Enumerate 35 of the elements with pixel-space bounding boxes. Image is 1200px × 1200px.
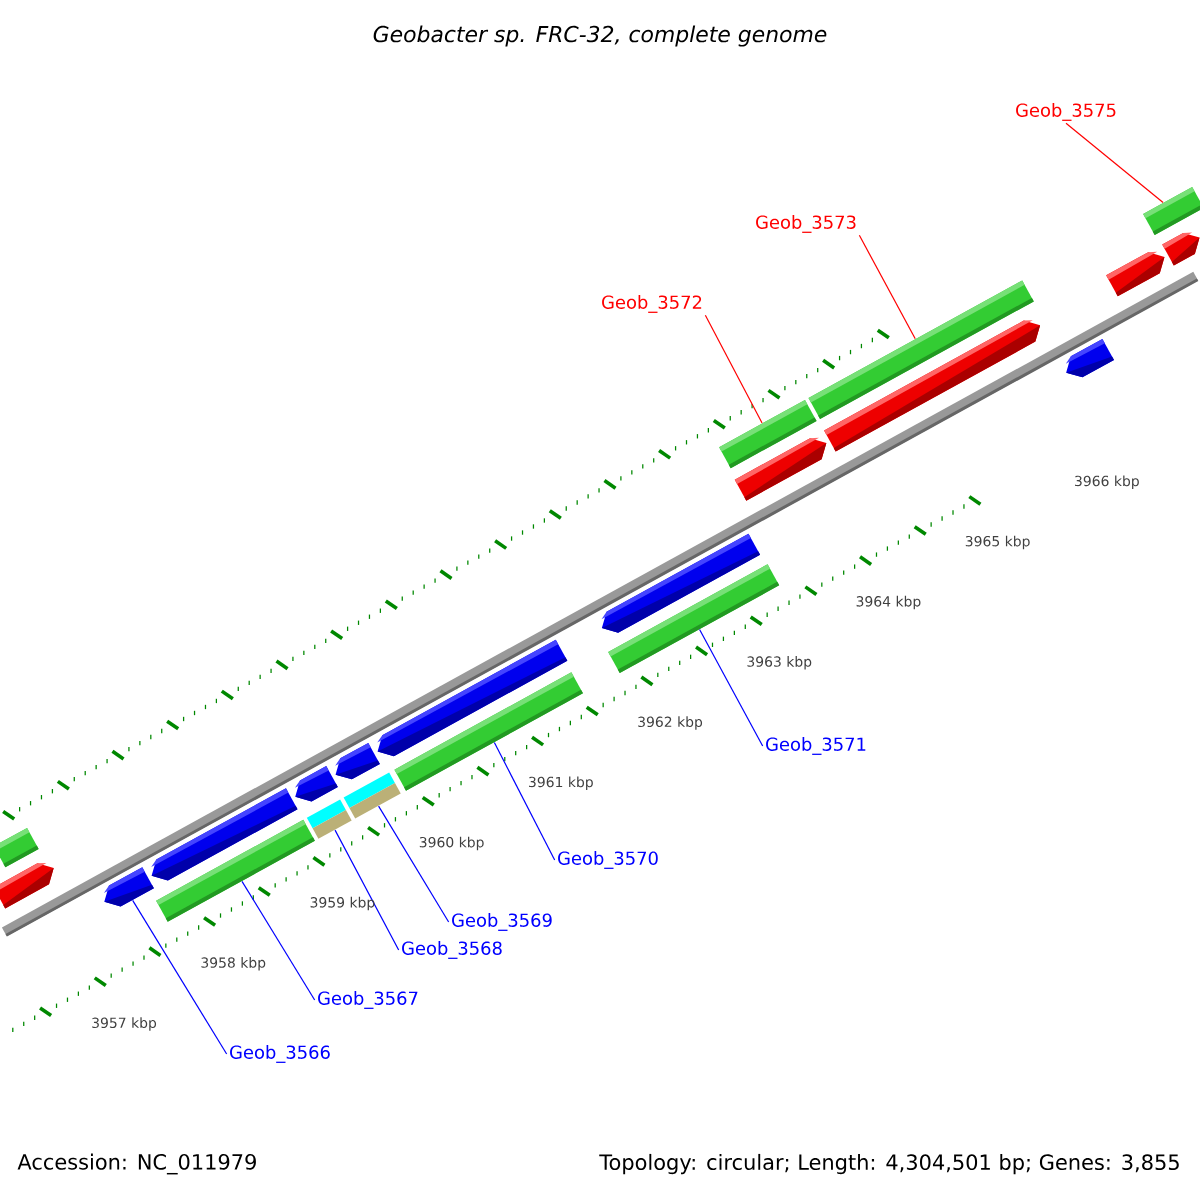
gene-block <box>294 766 338 802</box>
gene-block <box>1106 251 1165 297</box>
gene-label: Geob_3571 <box>766 737 866 755</box>
leader-line <box>241 880 316 1001</box>
gene-label: Geob_3570 <box>558 851 658 869</box>
leader-line <box>1065 122 1164 204</box>
leader-line <box>132 899 228 1055</box>
gene-block <box>335 742 380 780</box>
gene-block <box>734 437 827 501</box>
gene-block <box>824 320 1041 452</box>
gene-label: Geob_3568 <box>402 941 502 959</box>
gene-bar <box>343 772 401 819</box>
gene-bar <box>1143 186 1200 235</box>
gene-block <box>103 867 154 907</box>
gene-block <box>0 863 54 909</box>
gene-block <box>1065 339 1114 378</box>
leader-line <box>493 741 556 861</box>
gene-label: Geob_3569 <box>452 913 552 931</box>
leader-line <box>704 314 763 424</box>
gene-label: Geob_3567 <box>318 991 418 1009</box>
gene-bar <box>306 799 352 839</box>
leader-line <box>699 628 764 747</box>
footer-text: Accession: NC_011979 <box>17 1153 256 1175</box>
gene-bar <box>0 827 39 868</box>
leader-line <box>334 829 400 951</box>
gene-label: Geob_3575 <box>1016 103 1116 121</box>
gene-label: Geob_3566 <box>230 1045 330 1063</box>
gene-block <box>1162 232 1200 266</box>
title: Geobacter sp. FRC-32, complete genome <box>373 25 827 47</box>
gene-label: Geob_3572 <box>602 295 702 313</box>
gene-label: Geob_3573 <box>756 215 856 233</box>
leader-line <box>378 805 450 923</box>
footer-text: Topology: circular; Length: 4,304,501 bp; Genes: 3,855 <box>599 1153 1179 1175</box>
leader-line <box>858 234 916 340</box>
gene-bar <box>608 564 780 674</box>
